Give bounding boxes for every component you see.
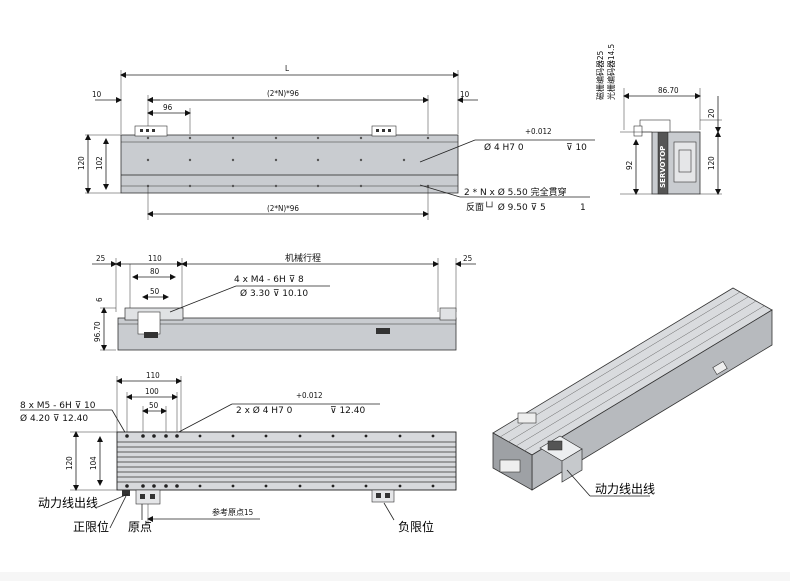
connector-left	[134, 125, 168, 137]
bottom-strip	[0, 572, 790, 581]
plan-thread-spec: 8 x M5 - 6H ⊽ 10	[20, 401, 96, 411]
iso-top-face	[492, 287, 773, 456]
side-offset-dim: 6	[95, 297, 104, 302]
side-inner-width-dim: 80	[150, 267, 160, 276]
end-height-left-dim: 92	[625, 161, 634, 170]
origin-label: 原点	[128, 520, 152, 534]
brand-label: SERVOTOP	[659, 146, 667, 188]
end-view: 磁栅编码器25 光栅编码器14.5 86.70 SERVOTOP 92 20 1…	[595, 44, 722, 195]
side-hole-pitch-dim: 50	[150, 287, 160, 296]
end-width-dim: 86.70	[658, 86, 679, 95]
pitch-first-dim: 96	[163, 103, 173, 112]
side-rail-body	[117, 317, 457, 351]
plan-cable-exit-label: 动力线出线	[38, 496, 98, 510]
pitch-dim: (2*N)*96	[267, 89, 299, 98]
left-margin-dim: 10	[92, 90, 102, 99]
hole-depth-text: ⊽ 10	[566, 143, 587, 153]
end-height-right-dim: 120	[707, 156, 716, 170]
plan-pin-depth: ⊽ 12.40	[330, 406, 365, 416]
stroke-label: 机械行程	[285, 252, 321, 264]
iso-view: 动力线出线	[492, 287, 773, 497]
pos-limit-label: 正限位	[73, 519, 109, 534]
side-left-margin-dim: 25	[96, 254, 105, 263]
neg-limit-label: 负限位	[398, 519, 434, 534]
plan-grooves	[117, 441, 456, 483]
end-top-gap-dim: 20	[707, 108, 716, 118]
side-hole-spec: Ø 3.30 ⊽ 10.10	[240, 288, 308, 299]
height-inner-dim: 102	[95, 156, 104, 170]
counterbore-depth-text: 1	[580, 203, 586, 213]
magnetic-encoder-label: 磁栅编码器25	[595, 51, 605, 100]
plan-holes	[125, 434, 435, 488]
right-margin-dim: 10	[460, 90, 470, 99]
plan-height-inner-dim: 104	[89, 456, 98, 470]
mount-holes	[146, 136, 430, 188]
side-right-margin-dim: 25	[463, 254, 472, 263]
counterbore-spec-text: 反面└┘ Ø 9.50 ⊽ 5	[466, 201, 546, 213]
bottom-pitch-dim: (2*N)*96	[267, 204, 299, 213]
length-dim: L	[285, 64, 289, 73]
top-view: L 10 (2*N)*96 10 96 120	[77, 64, 595, 220]
plan-pin-spec: 2 x Ø 4 H7 0	[236, 405, 293, 416]
tolerance-text: +0.012	[525, 127, 552, 136]
plan-hole-pitch-dim: 50	[149, 401, 159, 410]
side-thread-spec: 4 x M4 - 6H ⊽ 8	[234, 275, 304, 285]
side-view: 25 110 机械行程 25 80 50 6 96.70 4 x M4 - 6H…	[92, 252, 476, 351]
side-height-dim: 96.70	[93, 321, 102, 342]
height-outer-dim: 120	[77, 156, 86, 170]
plan-carriage-width-dim: 110	[146, 371, 160, 380]
optical-encoder-label: 光栅编码器14.5	[606, 44, 616, 100]
plan-rail-body	[116, 431, 457, 491]
plan-tolerance: +0.012	[296, 391, 323, 400]
plan-hole-spec: Ø 4.20 ⊽ 12.40	[20, 413, 88, 424]
side-carriage-width-dim: 110	[148, 254, 162, 263]
hole-spec-text: Ø 4 H7 0	[484, 142, 524, 153]
ref-origin-dim: 参考原点15	[212, 507, 253, 517]
rail-top-body	[120, 134, 459, 194]
plan-height-outer-dim: 120	[65, 456, 74, 470]
plan-inner-width-dim: 100	[145, 387, 159, 396]
iso-cable-exit-label: 动力线出线	[595, 482, 655, 496]
plan-view: 8 x M5 - 6H ⊽ 10 Ø 4.20 ⊽ 12.40 110 100 …	[20, 371, 457, 534]
through-spec-text: 2 * N x Ø 5.50 完全貫穿	[464, 186, 567, 198]
